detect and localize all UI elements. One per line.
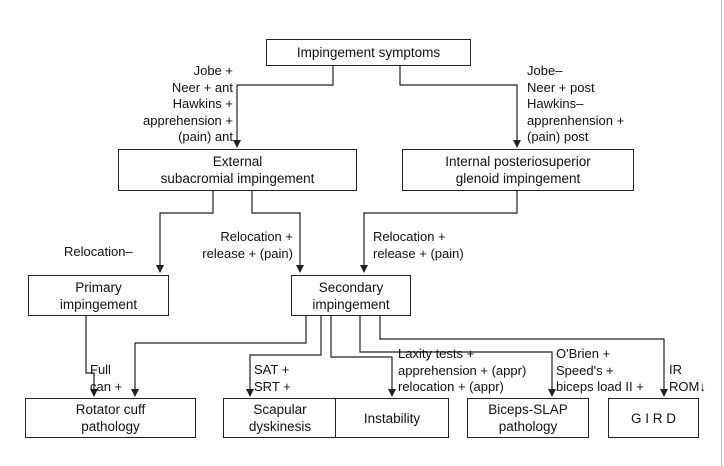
arrow-external-to-primary bbox=[156, 190, 214, 273]
node-secondary-impingement: Secondary impingement bbox=[291, 275, 411, 316]
node-scapular-dyskinesis: Scapular dyskinesis bbox=[223, 398, 337, 438]
label-laxity-tests: Laxity tests + apprehension + (appr) rel… bbox=[398, 346, 527, 394]
node-internal-glenoid-impingement: Internal posteriosuperior glenoid imping… bbox=[402, 149, 634, 191]
label-obrien-speeds: O'Brien + Speed's + biceps load II + bbox=[556, 346, 644, 394]
arrow-secondary-to-instability bbox=[330, 315, 396, 397]
node-instability: Instability bbox=[335, 398, 449, 438]
arrow-secondary-to-gird bbox=[379, 315, 668, 397]
arrow-secondary-to-scapular bbox=[246, 315, 322, 397]
node-primary-impingement: Primary impingement bbox=[28, 275, 169, 316]
arrow-secondary-to-biceps bbox=[359, 315, 556, 397]
arrow-external-to-secondary bbox=[251, 190, 304, 273]
arrow-primary-to-rotatorcuff bbox=[85, 315, 98, 397]
label-ir-rom: IR ROM↓ bbox=[669, 362, 706, 394]
label-right-tests: Jobe– Neer + post Hawkins– apprenhension… bbox=[527, 63, 625, 144]
arrow-secondary-to-rotatorcuff bbox=[131, 315, 307, 397]
arrow-internal-to-secondary bbox=[360, 190, 518, 273]
page-edge-line bbox=[721, 0, 722, 466]
node-biceps-slap-pathology: Biceps-SLAP pathology bbox=[467, 398, 589, 438]
label-left-tests: Jobe + Neer + ant Hawkins + apprehension… bbox=[143, 63, 233, 144]
label-relocation-release-right: Relocation + release + (pain) bbox=[373, 229, 464, 261]
node-gird: G I R D bbox=[608, 398, 699, 438]
node-impingement-symptoms: Impingement symptoms bbox=[266, 39, 471, 66]
node-rotator-cuff-pathology: Rotator cuff pathology bbox=[25, 398, 196, 438]
label-full-can: Full can + bbox=[90, 362, 123, 394]
arrow-symptoms-to-internal bbox=[399, 65, 521, 148]
node-external-subacromial-impingement: External subacromial impingement bbox=[118, 149, 357, 191]
arrow-symptoms-to-external bbox=[233, 65, 334, 148]
label-relocation-release-left: Relocation + release + (pain) bbox=[202, 229, 293, 261]
label-relocation-minus: Relocation– bbox=[64, 244, 133, 259]
label-sat-srt: SAT + SRT + bbox=[254, 362, 291, 394]
